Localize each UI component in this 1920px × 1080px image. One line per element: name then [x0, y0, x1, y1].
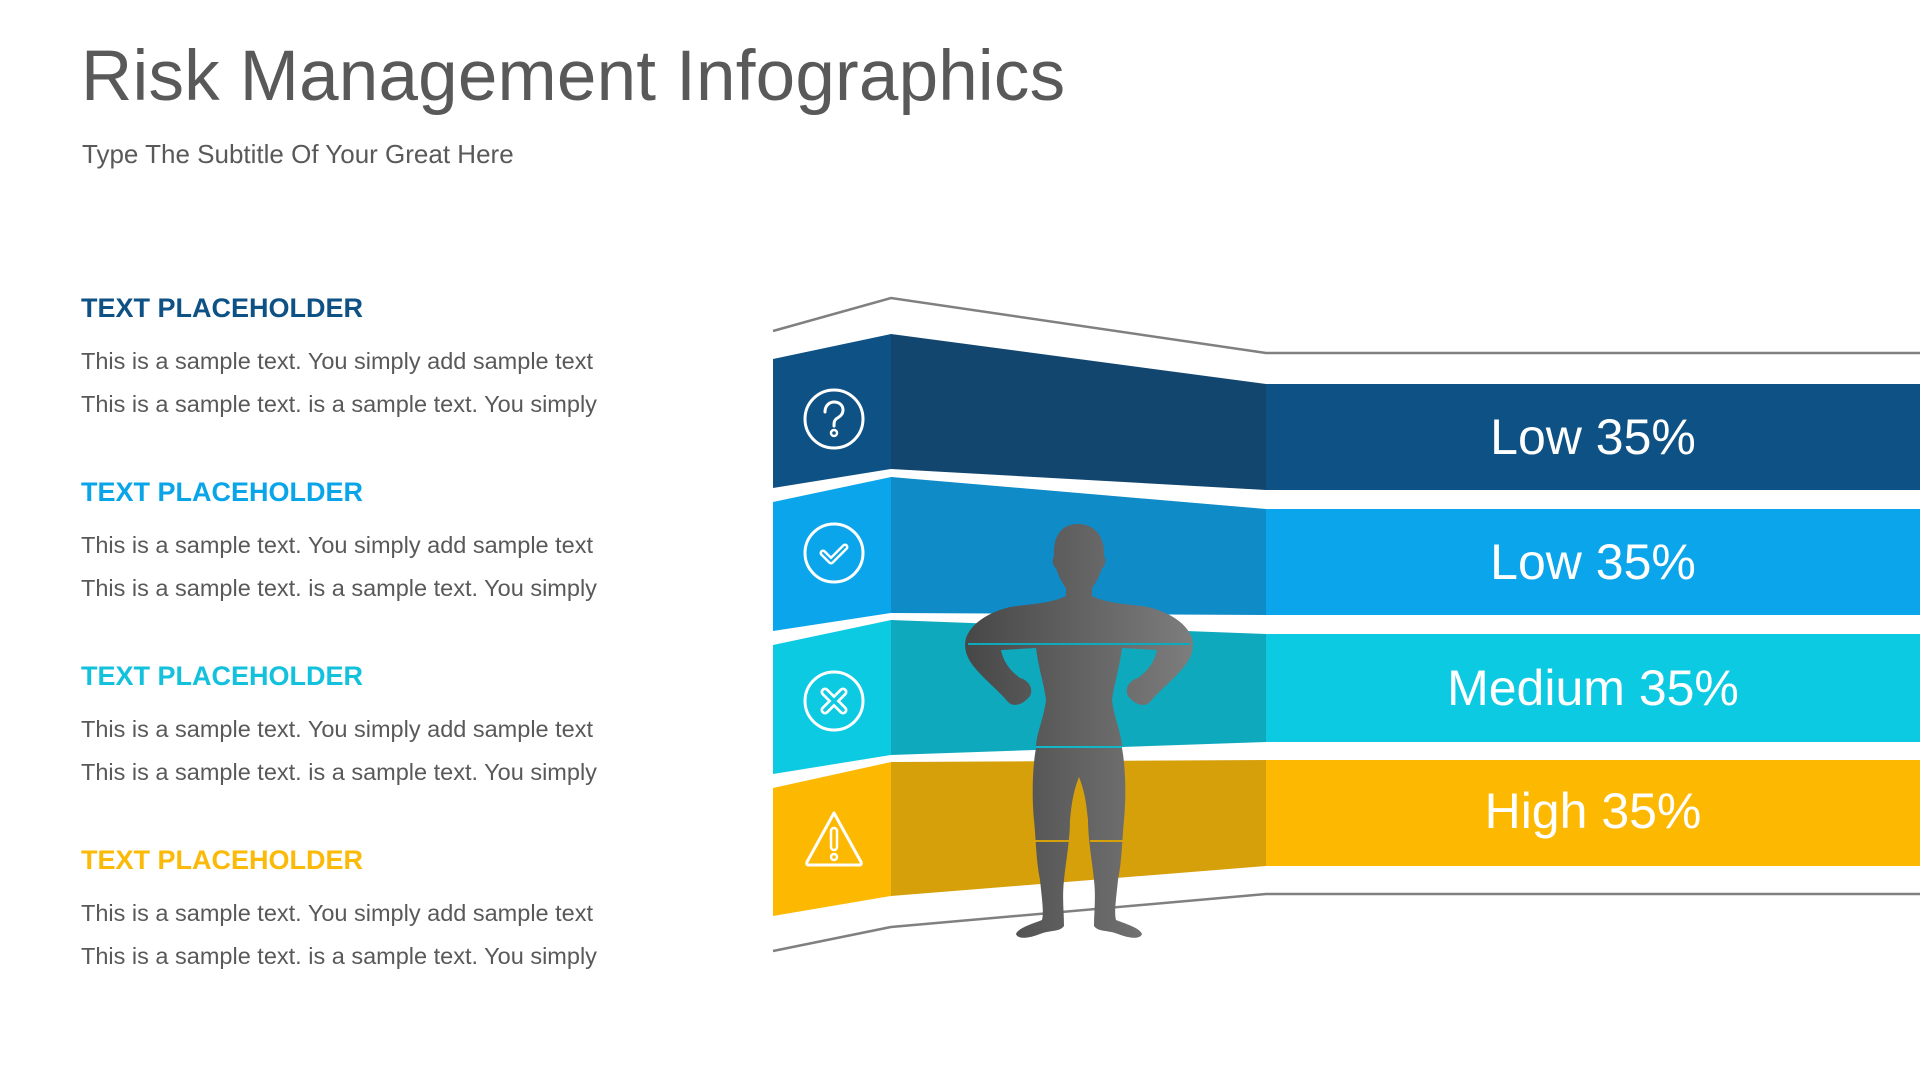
item-body-line: This is a sample text. You simply add sa…	[81, 900, 594, 926]
text-item-4: TEXT PLACEHOLDER This is a sample text. …	[81, 842, 681, 1026]
top-outline	[772, 296, 1920, 355]
item-body-line: This is a sample text. You simply add sa…	[81, 532, 594, 558]
text-item-3: TEXT PLACEHOLDER This is a sample text. …	[81, 658, 681, 842]
page-subtitle: Type The Subtitle Of Your Great Here	[82, 139, 514, 169]
human-figure-silhouette	[965, 524, 1193, 938]
bottom-outline	[772, 892, 1920, 953]
band-4-value-label: High 35%	[1484, 783, 1702, 839]
item-heading: TEXT PLACEHOLDER	[81, 477, 364, 507]
question-icon	[803, 388, 865, 450]
text-item-1: TEXT PLACEHOLDER This is a sample text. …	[81, 290, 681, 474]
item-heading: TEXT PLACEHOLDER	[81, 661, 364, 691]
text-items-list: TEXT PLACEHOLDER This is a sample text. …	[81, 290, 681, 1026]
item-body-line: This is a sample text. You simply add sa…	[81, 716, 594, 742]
item-body-line: This is a sample text. is a sample text.…	[81, 575, 597, 601]
band-1	[773, 334, 1920, 490]
band-2-value-label: Low 35%	[1490, 534, 1696, 590]
band-1-value-label: Low 35%	[1490, 409, 1696, 465]
item-heading: TEXT PLACEHOLDER	[81, 845, 364, 875]
item-heading: TEXT PLACEHOLDER	[81, 293, 364, 323]
band-3-value-label: Medium 35%	[1447, 660, 1739, 716]
item-body-line: This is a sample text. is a sample text.…	[81, 391, 597, 417]
check-icon	[803, 522, 865, 584]
page-title: Risk Management Infographics	[81, 37, 1066, 116]
item-body-line: This is a sample text. is a sample text.…	[81, 759, 597, 785]
warning-icon	[803, 808, 865, 870]
item-body-line: This is a sample text. is a sample text.…	[81, 943, 597, 969]
close-x-icon	[803, 670, 865, 732]
item-body-line: This is a sample text. You simply add sa…	[81, 348, 594, 374]
text-item-2: TEXT PLACEHOLDER This is a sample text. …	[81, 474, 681, 658]
